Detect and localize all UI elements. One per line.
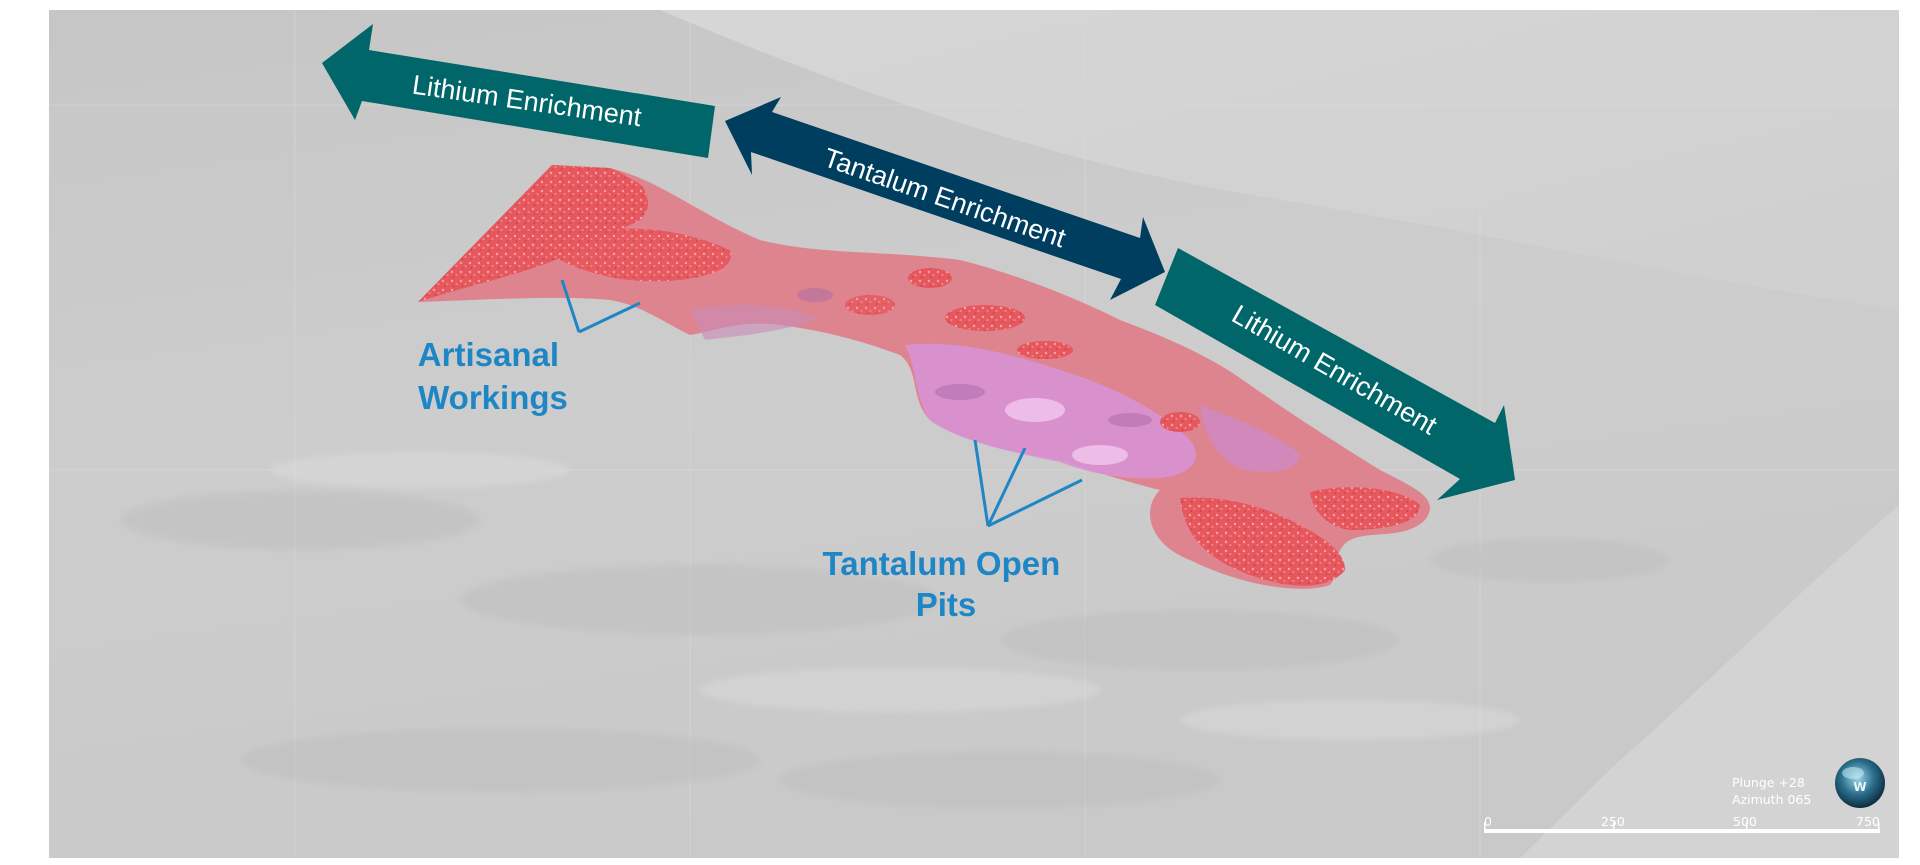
ore-body-model	[418, 165, 1430, 589]
artisanal-label-line2: Workings	[418, 379, 568, 416]
open-pits-label-line1: Tantalum Open	[823, 545, 1061, 582]
terrain-surface	[49, 10, 1899, 858]
artisanal-workings-label: Artisanal Workings	[418, 336, 568, 416]
tantalum-open-pits-label: Tantalum Open Pits	[823, 545, 1070, 623]
artisanal-leader-lines	[560, 279, 641, 334]
open-pits-leader-lines	[973, 439, 1083, 528]
orientation-globe-icon: W	[1835, 758, 1885, 808]
scale-tick-500: 500	[1733, 814, 1757, 829]
scale-tick-0: 0	[1484, 814, 1492, 829]
scale-tick-250: 250	[1601, 814, 1625, 829]
artisanal-label-line1: Artisanal	[418, 336, 559, 373]
open-pits-label-line2: Pits	[916, 586, 977, 623]
svg-text:W: W	[1853, 780, 1866, 794]
view-orientation: Plunge +28 Azimuth 065	[1732, 775, 1811, 807]
azimuth-readout: Azimuth 065	[1732, 792, 1811, 807]
plunge-readout: Plunge +28	[1732, 775, 1805, 790]
scale-bar: 0 250 500 750	[1484, 814, 1880, 833]
scale-tick-750: 750	[1856, 814, 1880, 829]
